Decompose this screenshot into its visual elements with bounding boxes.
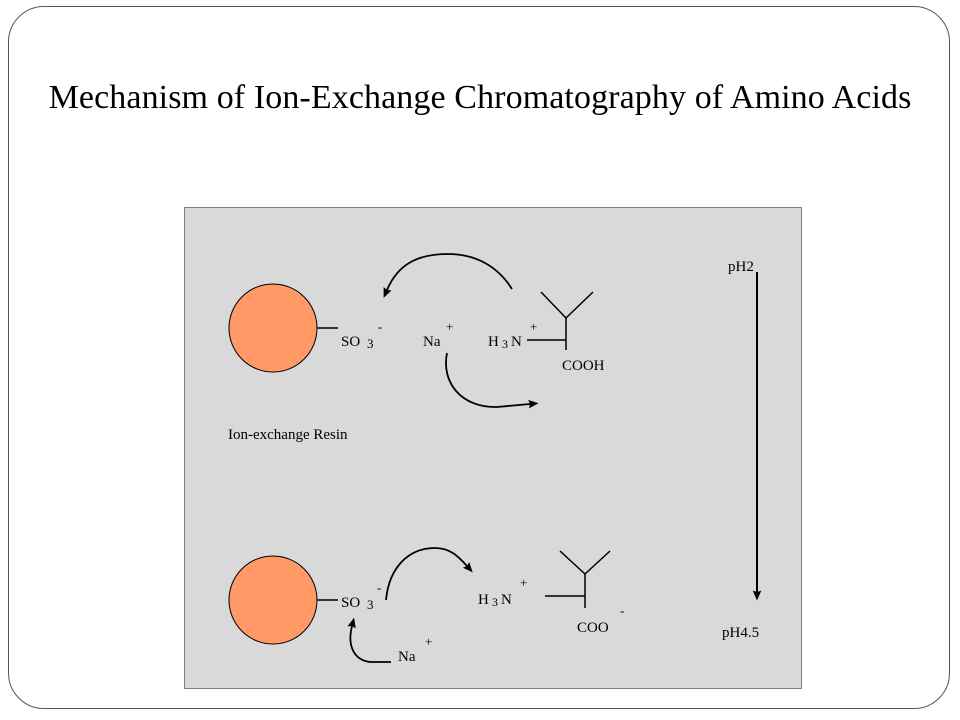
so3-charge-top: - [378, 319, 382, 334]
ph-start-label: pH2 [728, 259, 754, 275]
sodium-bind-arrow-bottom [347, 617, 391, 663]
carboxylate-charge-bottom: - [620, 603, 624, 618]
amine-h-label-bottom: H [478, 592, 489, 608]
side-chain-right-top [565, 291, 594, 319]
slide-title: Mechanism of Ion-Exchange Chromatography… [48, 79, 912, 116]
amine-n-label-bottom: N [501, 592, 512, 608]
resin-bead-top [228, 283, 318, 373]
amino-acid-release-arrow-bottom [385, 547, 473, 601]
amine-subscript-top: 3 [502, 337, 508, 351]
resin-bead-bottom [228, 555, 318, 645]
exchange-arrow-to-resin-top [383, 253, 513, 298]
sodium-label-top: Na [423, 334, 441, 350]
side-chain-right-bottom [584, 550, 611, 575]
sodium-charge-top: + [446, 319, 453, 334]
amine-charge-bottom: + [520, 575, 527, 590]
sodium-charge-bottom: + [425, 634, 432, 649]
amine-subscript-bottom: 3 [492, 595, 498, 609]
amine-h-label-top: H [488, 334, 499, 350]
side-chain-left-bottom [559, 550, 586, 575]
carboxyl-label-top: COOH [562, 358, 605, 374]
sodium-release-arrow-top [445, 352, 539, 409]
so3-label-top: SO [341, 334, 360, 350]
so3-subscript-top: 3 [367, 336, 374, 351]
carboxylate-label-bottom: COO [577, 620, 609, 636]
side-chain-left-top [540, 291, 567, 319]
amine-charge-top: + [530, 319, 537, 334]
so3-charge-bottom: - [377, 580, 381, 595]
sodium-label-bottom: Na [398, 649, 416, 665]
resin-label: Ion-exchange Resin [228, 427, 348, 443]
ph-end-label: pH4.5 [722, 625, 759, 641]
so3-subscript-bottom: 3 [367, 597, 374, 612]
so3-label-bottom: SO [341, 595, 360, 611]
amine-n-label-top: N [511, 334, 522, 350]
